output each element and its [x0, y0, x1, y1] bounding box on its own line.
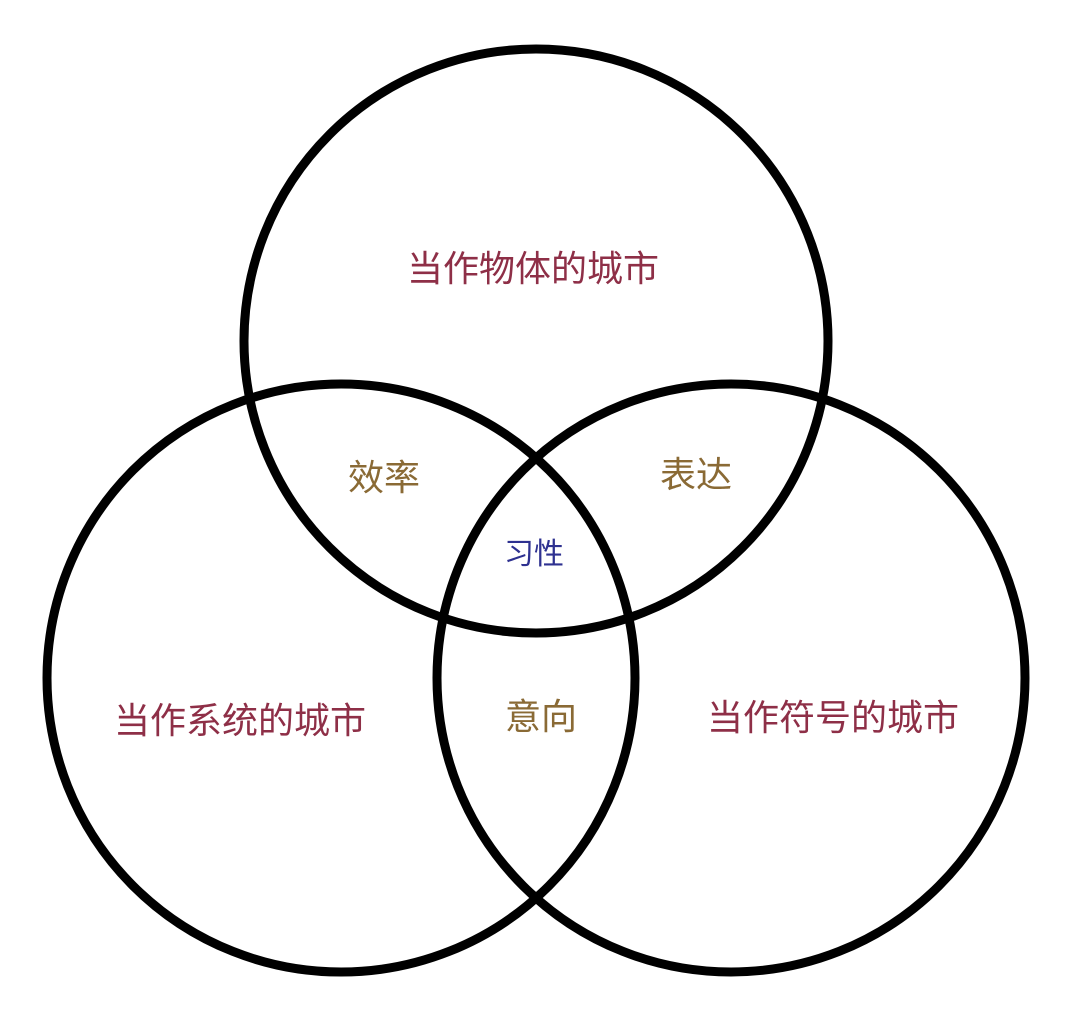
- ring-top: [239, 44, 833, 638]
- set-label-left: 当作系统的城市: [113, 701, 367, 742]
- overlap-label-left-right: 意向: [504, 697, 578, 738]
- ring-right: [432, 379, 1030, 977]
- overlap-label-top-left: 效率: [347, 458, 421, 499]
- set-label-right: 当作符号的城市: [706, 698, 960, 739]
- set-label-top: 当作物体的城市: [406, 249, 660, 290]
- overlap-label-top-right: 表达: [659, 455, 733, 496]
- ring-left: [42, 379, 640, 977]
- overlap-label-center: 习性: [504, 537, 564, 572]
